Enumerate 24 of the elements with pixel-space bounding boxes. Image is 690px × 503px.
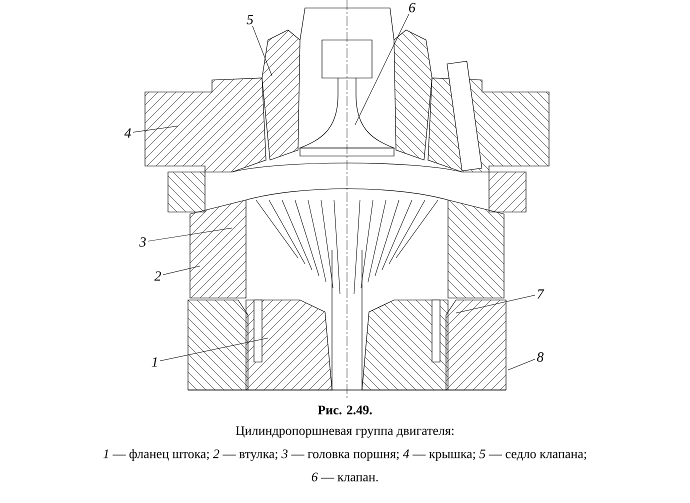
callout-number: 1 <box>152 357 157 367</box>
leader-line <box>252 26 272 76</box>
caption-item: 6 — клапан. <box>312 472 378 482</box>
callout-number: 7 <box>538 289 544 299</box>
leader-line <box>456 294 536 314</box>
callout-number: 6 <box>409 2 416 12</box>
caption-item: 2 — втулка; <box>213 450 278 461</box>
callout-number: 4 <box>124 128 131 138</box>
leader-line <box>132 126 178 133</box>
caption-item: 3 — головка поршня; <box>282 450 399 461</box>
callout-number: 2 <box>154 271 161 281</box>
callout-number: 8 <box>537 352 544 362</box>
figure-caption: Цилиндропоршневая группа двигателя: <box>236 426 454 438</box>
leader-line <box>162 266 200 276</box>
callout-number: 5 <box>246 14 254 24</box>
leader-line <box>354 14 410 126</box>
caption-item: 5 — седло клапана; <box>479 450 586 461</box>
leader-line <box>160 338 268 362</box>
callout-number: 3 <box>139 237 146 247</box>
caption-item: 1 — фланец штока; <box>103 449 209 461</box>
leader-line <box>508 358 536 370</box>
figure-title: Рис. 2.49. <box>318 406 372 414</box>
caption-item: 4 — крышка; <box>402 450 475 461</box>
leader-line <box>148 228 232 242</box>
